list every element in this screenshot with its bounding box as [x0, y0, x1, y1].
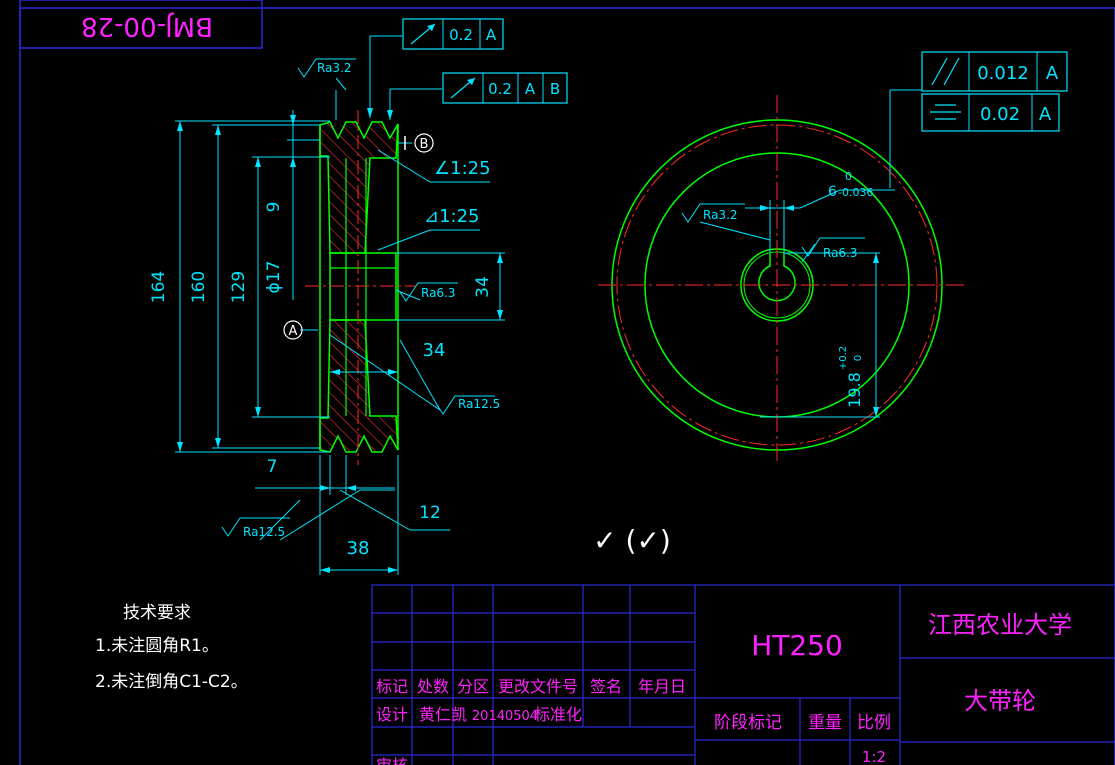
keyway-width-dim: 6: [828, 184, 837, 200]
designer-name: 黄仁凯: [419, 705, 467, 724]
side-roughness-ra32: Ra3.2: [703, 208, 738, 222]
datum-b-circle: [414, 133, 434, 153]
parallelism-datum: A: [1046, 63, 1059, 84]
dim-7: 7: [267, 457, 278, 477]
dim-160: 160: [189, 271, 209, 303]
datum-a-label: A: [289, 324, 298, 339]
keyway-depth-tol-lower: 0: [853, 355, 864, 361]
gdt2-datum-a: A: [525, 80, 536, 98]
gdt-runout-2: 0.2 A B: [442, 72, 568, 104]
tech-req-item-2: 2.未注倒角C1-C2。: [95, 672, 248, 692]
roughness-ra63-bore: Ra6.3: [421, 286, 456, 300]
dim-9: 9: [264, 202, 284, 213]
dim-129: 129: [229, 271, 249, 303]
gdt-symmetry: 0.02 A: [921, 93, 1060, 132]
gdt2-value: 0.2: [488, 80, 512, 98]
keyway-width-tol-upper: 0: [845, 170, 852, 183]
general-roughness-mark: ✓ (✓): [593, 524, 671, 557]
header-mark: 标记: [376, 677, 408, 696]
datum-a-circle: [283, 320, 303, 340]
dimension-lines: [175, 35, 505, 575]
lower-section-hatch: [319, 319, 399, 453]
taper-2: ⊿1:25: [424, 206, 480, 227]
drawing-number-box: [19, 0, 263, 49]
side-dimension-arrows: [760, 205, 879, 417]
side-view: [598, 95, 968, 462]
dimension-arrows: [177, 108, 503, 573]
roughness-symbols: [221, 58, 495, 537]
weight-label: 重量: [808, 713, 842, 733]
drawing-frame: [19, 7, 1115, 765]
tech-req-item-1: 1.未注圆角R1。: [95, 636, 219, 656]
section-view: [305, 110, 415, 465]
dim-phi17: ϕ17: [264, 261, 284, 294]
header-change-doc: 更改文件号: [498, 677, 578, 696]
gdt-runout-1: 0.2 A: [402, 18, 504, 50]
roughness-ra125-bottom: Ra12.5: [243, 525, 285, 539]
roughness-ra125-side: Ra12.5: [458, 397, 500, 411]
dim-38: 38: [347, 538, 370, 559]
roughness-ra32-top: Ra3.2: [317, 61, 352, 75]
dim-12: 12: [419, 503, 441, 523]
material-label: HT250: [751, 629, 843, 662]
header-zone: 分区: [457, 677, 489, 696]
header-count: 处数: [417, 677, 449, 696]
header-date: 年月日: [638, 677, 686, 696]
upper-section-hatch: [319, 121, 399, 254]
drawing-number: BMJ-00-28: [81, 11, 213, 41]
scale-label: 比例: [857, 713, 891, 733]
design-label: 设计: [376, 705, 408, 724]
dim-34-horizontal: 34: [423, 340, 446, 361]
side-dimension-lines: [699, 89, 922, 418]
keyway-width-tol-lower: -0.036: [838, 186, 873, 199]
design-date: 20140504: [472, 709, 538, 724]
parallelism-icon: [931, 57, 948, 86]
review-label: 审核: [376, 756, 408, 765]
gdt2-datum-b: B: [550, 80, 560, 98]
header-signature: 签名: [590, 677, 622, 696]
side-roughness-ra63: Ra6.3: [823, 246, 858, 260]
datum-b-label: B: [420, 137, 429, 152]
scale-value: 1:2: [862, 748, 886, 765]
title-block-grid: [371, 584, 1115, 765]
university-name: 江西农业大学: [928, 611, 1072, 639]
dim-34-vertical: 34: [473, 276, 493, 298]
keyway-depth-tol-upper: +0.2: [838, 346, 849, 370]
tech-req-title: 技术要求: [123, 603, 191, 623]
taper-1: ∠1:25: [434, 158, 491, 179]
gdt1-datum: A: [486, 26, 497, 44]
parallelism-value: 0.012: [977, 63, 1029, 84]
gdt-parallelism: 0.012 A: [921, 51, 1068, 92]
dim-164: 164: [149, 271, 169, 303]
part-name: 大带轮: [964, 687, 1036, 715]
gdt1-value: 0.2: [449, 26, 473, 44]
stage-mark-label: 阶段标记: [714, 713, 782, 733]
symmetry-value: 0.02: [980, 104, 1020, 125]
standardize-label: 标准化: [534, 705, 582, 724]
keyway-depth-dim: 19.8: [845, 372, 864, 408]
pitch-circle: [616, 124, 938, 446]
symmetry-datum: A: [1039, 104, 1052, 125]
